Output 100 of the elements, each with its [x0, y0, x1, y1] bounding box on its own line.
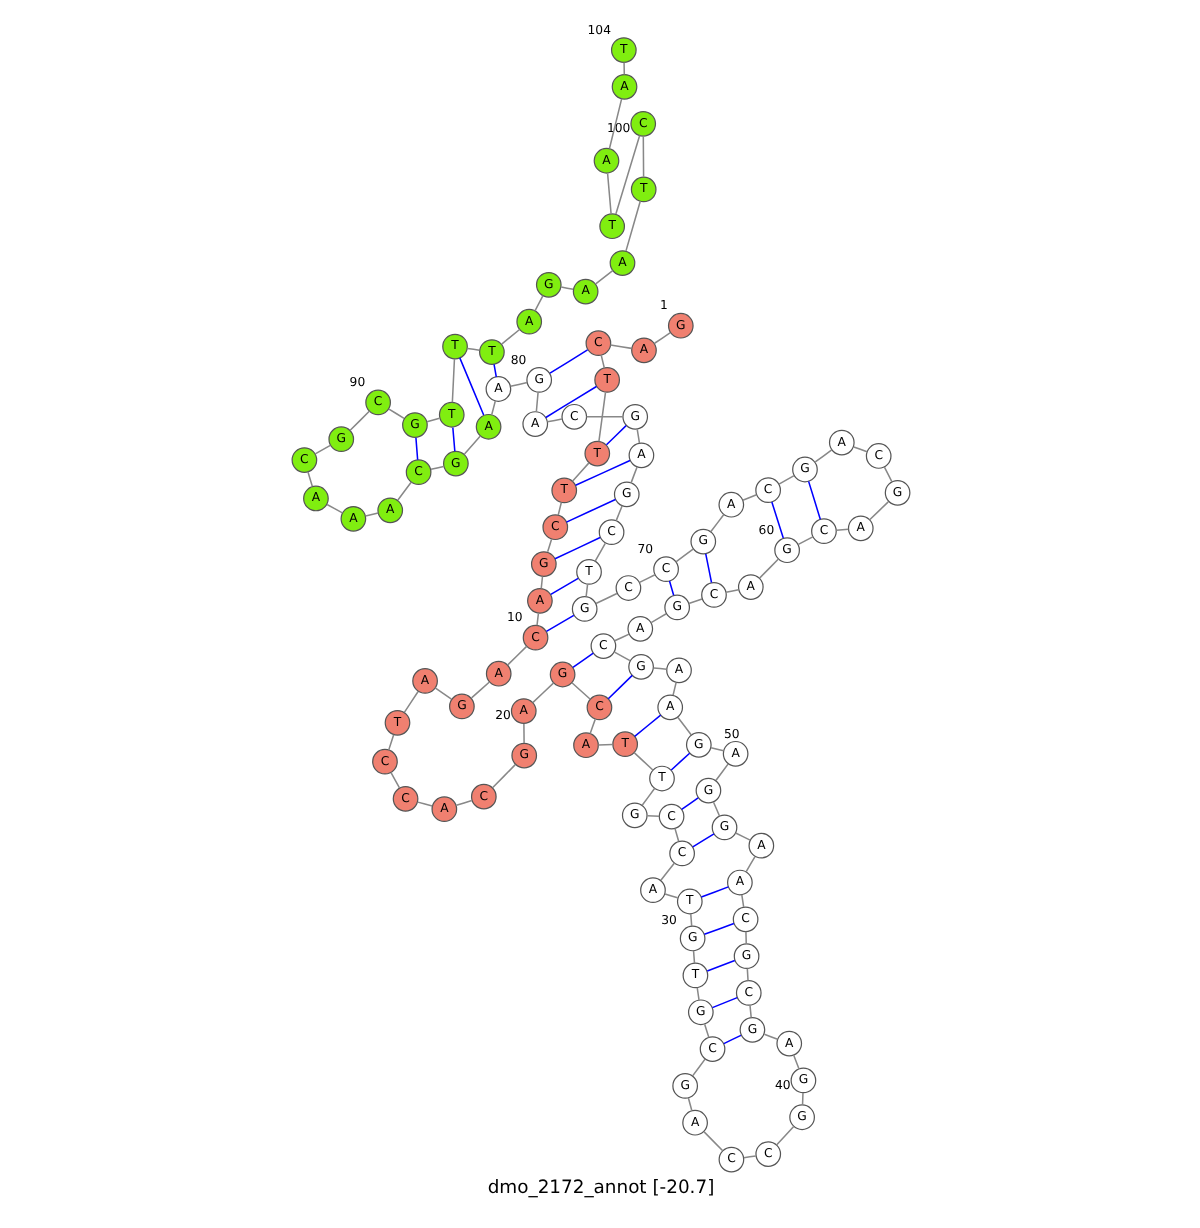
connector [710, 996, 738, 1009]
connector [705, 959, 735, 972]
connector [607, 98, 622, 150]
connector [641, 135, 644, 178]
connector [624, 200, 641, 252]
connector [605, 172, 611, 215]
connector [387, 733, 394, 751]
connector [556, 501, 562, 516]
connector [806, 480, 821, 521]
connector [659, 862, 675, 881]
connector [699, 886, 729, 898]
connector [559, 286, 573, 291]
connector [667, 580, 674, 597]
connector [604, 424, 626, 446]
connector [762, 1033, 778, 1040]
connector [702, 922, 734, 935]
connector [671, 681, 676, 696]
connector [748, 1004, 751, 1019]
connector [491, 763, 516, 789]
connector [800, 1092, 803, 1106]
connector [649, 613, 666, 624]
connector [612, 633, 629, 642]
connector [724, 588, 739, 594]
connector [462, 435, 481, 455]
connector [673, 827, 679, 842]
connector [676, 716, 692, 736]
connector [553, 536, 600, 560]
connector [702, 1130, 723, 1152]
connector [508, 381, 527, 388]
connector [709, 747, 724, 752]
connector [534, 391, 538, 413]
connector [389, 771, 400, 789]
connector [573, 459, 630, 486]
connector [740, 894, 744, 908]
connector [306, 471, 313, 488]
connector [545, 418, 562, 423]
connector [612, 651, 630, 662]
connector [679, 797, 698, 811]
connector [469, 681, 490, 699]
connector [608, 344, 632, 350]
connector [652, 331, 671, 345]
connector [313, 444, 331, 455]
connector [741, 494, 757, 501]
connector [492, 363, 497, 378]
connector [549, 577, 578, 596]
connector [691, 950, 695, 964]
connector [544, 385, 597, 419]
connector [325, 503, 343, 514]
connector [742, 1155, 756, 1159]
connector [686, 1097, 692, 1112]
connector [593, 269, 613, 285]
connector [882, 466, 892, 483]
connector [775, 1125, 794, 1146]
connector [770, 501, 784, 539]
connector [522, 723, 524, 744]
connector [450, 358, 455, 403]
connector [711, 801, 720, 817]
connector [640, 787, 655, 806]
connector [777, 474, 794, 485]
connector [622, 61, 625, 76]
connector [744, 931, 746, 945]
connector [414, 437, 418, 461]
connector [669, 752, 690, 771]
connector [465, 347, 480, 351]
connector [584, 583, 588, 598]
connector [663, 893, 678, 899]
connector [545, 538, 552, 553]
connector [834, 528, 849, 531]
connector [348, 410, 370, 432]
connector [695, 987, 699, 1001]
connector [691, 833, 714, 848]
connector [599, 354, 604, 369]
connector [548, 349, 588, 374]
connector [588, 718, 595, 735]
connector [571, 652, 594, 669]
connector [416, 801, 433, 807]
diagram-title: dmo_2172_annot [-20.7] [486, 1176, 714, 1199]
connector [635, 428, 640, 444]
connector [791, 1054, 799, 1070]
connector [614, 134, 640, 215]
connector [651, 667, 667, 670]
connector [402, 690, 418, 714]
connector [714, 763, 728, 782]
connector [596, 743, 613, 746]
connector [594, 592, 617, 605]
connector [584, 416, 623, 418]
connector [363, 512, 378, 517]
connector [722, 1034, 741, 1045]
connector [429, 465, 444, 471]
connector [606, 674, 633, 700]
connector [691, 1058, 705, 1077]
connector [570, 462, 589, 482]
connector [499, 328, 520, 345]
connector [425, 417, 440, 423]
connector [433, 687, 452, 700]
connector [708, 514, 724, 533]
connector [454, 799, 472, 807]
connector [733, 832, 750, 841]
connector [396, 481, 411, 501]
connector [757, 558, 779, 579]
